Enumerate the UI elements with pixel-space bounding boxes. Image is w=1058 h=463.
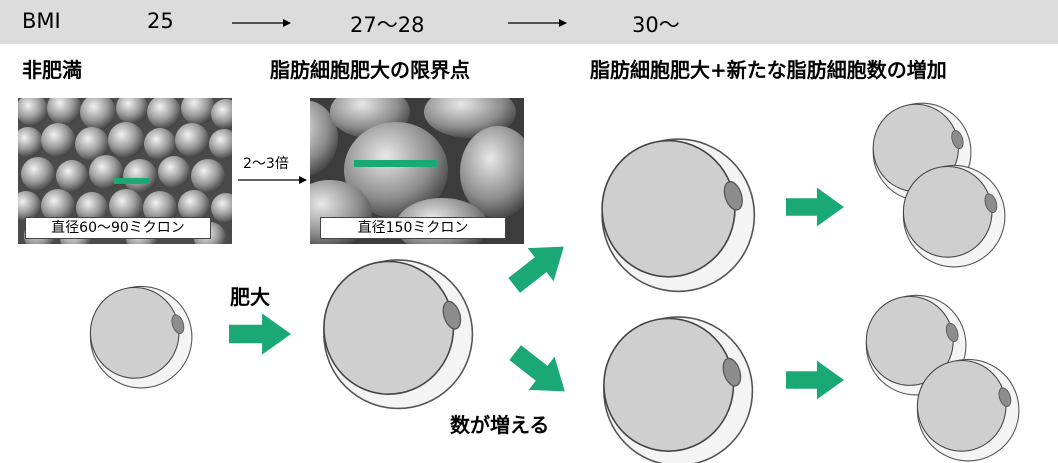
bmi-label: BMI <box>22 9 61 33</box>
subheader-hypertrophy-limit: 脂肪細胞肥大の限界点 <box>270 58 470 82</box>
subheader-non-obese: 非肥満 <box>22 58 82 82</box>
normal-fat-cell <box>89 285 193 389</box>
enlarged-fat-cell <box>323 259 474 410</box>
hypertrophy-label: 肥大 <box>230 285 270 309</box>
hypertrophic-cell-top <box>601 138 756 293</box>
scale-bar <box>114 178 150 184</box>
new-cell-bottom-2 <box>916 358 1020 462</box>
scale-bar <box>354 160 438 167</box>
bmi-stage-25: 25 <box>147 9 174 33</box>
large-cell-diameter-caption: 直径150ミクロン <box>320 217 506 239</box>
hypertrophic-cell-bottom <box>603 316 754 463</box>
green-arrow-down <box>502 336 578 408</box>
green-arrow-top-right <box>786 187 844 227</box>
bmi-header-bar: BMI 25 27〜28 30〜 <box>0 0 1058 44</box>
cell-count-increase-label: 数が増える <box>450 413 550 437</box>
green-arrow-hypertrophy <box>229 313 291 355</box>
small-cell-diameter-caption: 直径60〜90ミクロン <box>25 217 211 239</box>
new-cell-top-2 <box>902 164 1006 268</box>
green-arrow-up <box>501 230 577 302</box>
size-ratio-label: 2〜3倍 <box>243 156 289 172</box>
bmi-stage-30: 30〜 <box>632 13 680 37</box>
subheader-hypertrophy-and-increase: 脂肪細胞肥大+新たな脂肪細胞数の増加 <box>590 58 947 82</box>
bmi-stage-27-28: 27〜28 <box>350 13 425 37</box>
green-arrow-bottom-right <box>786 360 844 400</box>
